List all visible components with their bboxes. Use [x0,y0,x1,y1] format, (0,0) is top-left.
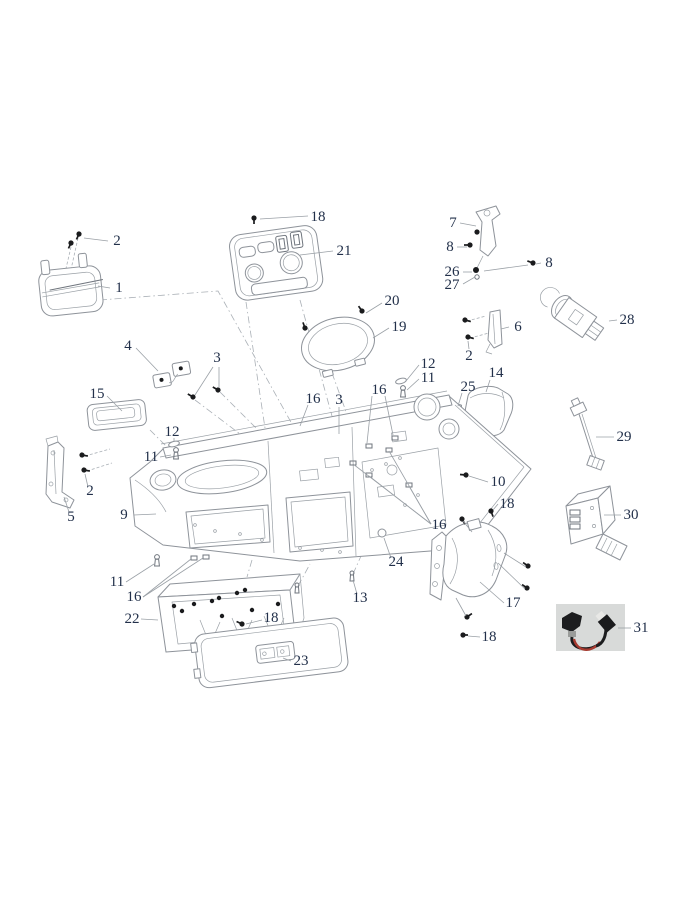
callout-17: 17 [506,595,522,611]
callout-12: 12 [165,424,180,440]
callout-11: 11 [421,370,435,386]
callout-16: 16 [306,391,322,407]
fastener-screws [67,215,536,638]
callout-11: 11 [144,449,158,465]
part28-ignition-switch [540,287,605,341]
callout-20: 20 [385,293,400,309]
callout-21: 21 [337,243,352,259]
callout-2: 2 [86,483,94,499]
part17-column-cover [429,518,508,601]
callout-25: 25 [461,379,476,395]
callout-9: 9 [120,507,128,523]
callout-30: 30 [624,507,639,523]
callout-3: 3 [335,392,343,408]
callout-10: 10 [491,474,506,490]
callout-22: 22 [125,611,140,627]
callout-labels: 18 2 21 1 7 8 8 26 27 20 19 28 6 2 4 3 1… [67,209,648,669]
part6-bracket [485,309,503,355]
part4-bracket [152,360,192,389]
part7-bracket [474,205,501,269]
part12-clips [168,377,407,448]
callout-3: 3 [213,350,221,366]
part31-wiring-photo [556,604,625,651]
callout-6: 6 [514,319,522,335]
part23-glovebox-door [190,617,349,689]
part29-cable [569,397,605,471]
callout-2: 2 [465,348,473,364]
callout-16: 16 [432,517,448,533]
callout-27: 27 [445,277,461,293]
part21-switch-panel [229,225,324,301]
callout-7: 7 [449,215,457,231]
callout-8: 8 [446,239,454,255]
callout-4: 4 [124,338,132,354]
callout-5: 5 [67,509,75,525]
part9-dashboard-body [129,390,532,562]
callout-18: 18 [311,209,326,225]
callout-24: 24 [389,554,405,570]
callout-1: 1 [115,280,123,296]
callout-15: 15 [90,386,105,402]
callout-14: 14 [489,365,505,381]
callout-19: 19 [392,319,407,335]
part13-clips [294,570,355,594]
callout-16: 16 [127,589,143,605]
callout-29: 29 [617,429,632,445]
callout-18: 18 [500,496,515,512]
part16-clips [190,435,413,561]
callout-23: 23 [294,653,309,669]
part5-bracket [45,435,75,509]
part19-cluster-bezel [301,316,375,378]
callout-8: 8 [545,255,553,271]
callout-2: 2 [113,233,121,249]
part30-control-module [565,485,628,561]
callout-12: 12 [421,356,436,372]
callout-28: 28 [620,312,635,328]
callout-13: 13 [353,590,368,606]
callout-18: 18 [482,629,497,645]
part15-vent [86,399,147,431]
leader-lines [63,215,631,662]
part24-grommet [377,528,387,538]
part11-pins [154,385,406,567]
callout-11: 11 [110,574,124,590]
callout-16: 16 [372,382,388,398]
callout-31: 31 [634,620,649,636]
callout-26: 26 [445,264,461,280]
part1-handle-bracket [38,252,104,317]
callout-18: 18 [264,610,279,626]
